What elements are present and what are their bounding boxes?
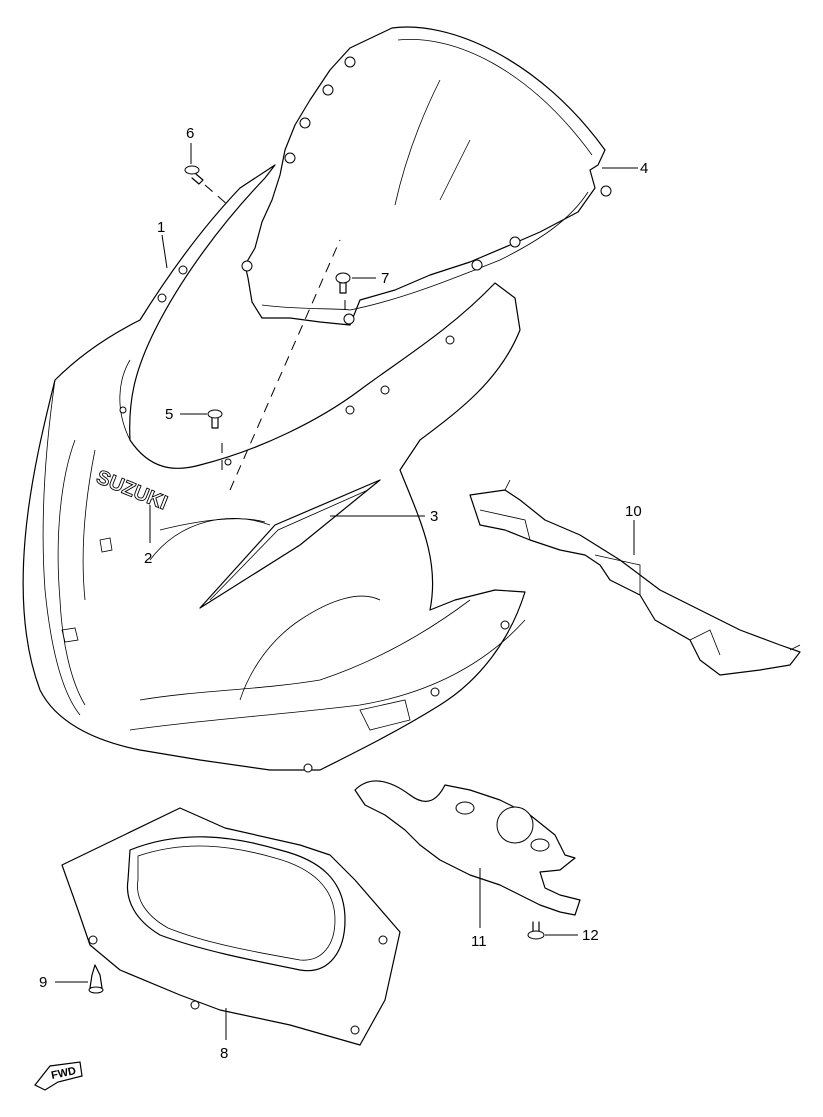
cowling-decal	[199, 479, 381, 609]
clip-9	[88, 964, 104, 994]
callout-8: 8	[220, 1045, 228, 1062]
callout-9: 9	[39, 974, 47, 991]
fwd-label: FWD	[50, 1065, 77, 1082]
upper-cowling: SUZUKI	[22, 164, 526, 773]
callout-1: 1	[157, 219, 165, 236]
callout-4: 4	[640, 160, 648, 177]
fwd-arrow-icon: FWD	[34, 1061, 83, 1091]
windscreen	[241, 26, 612, 326]
alignment-line	[204, 184, 229, 206]
leader-lines	[55, 143, 638, 1040]
inner-panel	[354, 780, 581, 916]
lower-cowling	[61, 807, 401, 1046]
alignment-line	[229, 239, 341, 491]
screw-6	[184, 165, 204, 185]
callout-10: 10	[625, 503, 642, 520]
screw-7	[335, 272, 351, 294]
callout-7: 7	[381, 270, 389, 287]
callout-2: 2	[144, 550, 152, 567]
callout-12: 12	[582, 927, 599, 944]
callout-6: 6	[186, 125, 194, 142]
screw-5	[207, 409, 223, 429]
callout-5: 5	[165, 406, 173, 423]
suzuki-logo: SUZUKI	[93, 466, 170, 514]
bolt-12	[527, 921, 545, 940]
air-duct	[469, 479, 801, 676]
callout-11: 11	[471, 933, 487, 950]
callout-3: 3	[430, 508, 438, 525]
